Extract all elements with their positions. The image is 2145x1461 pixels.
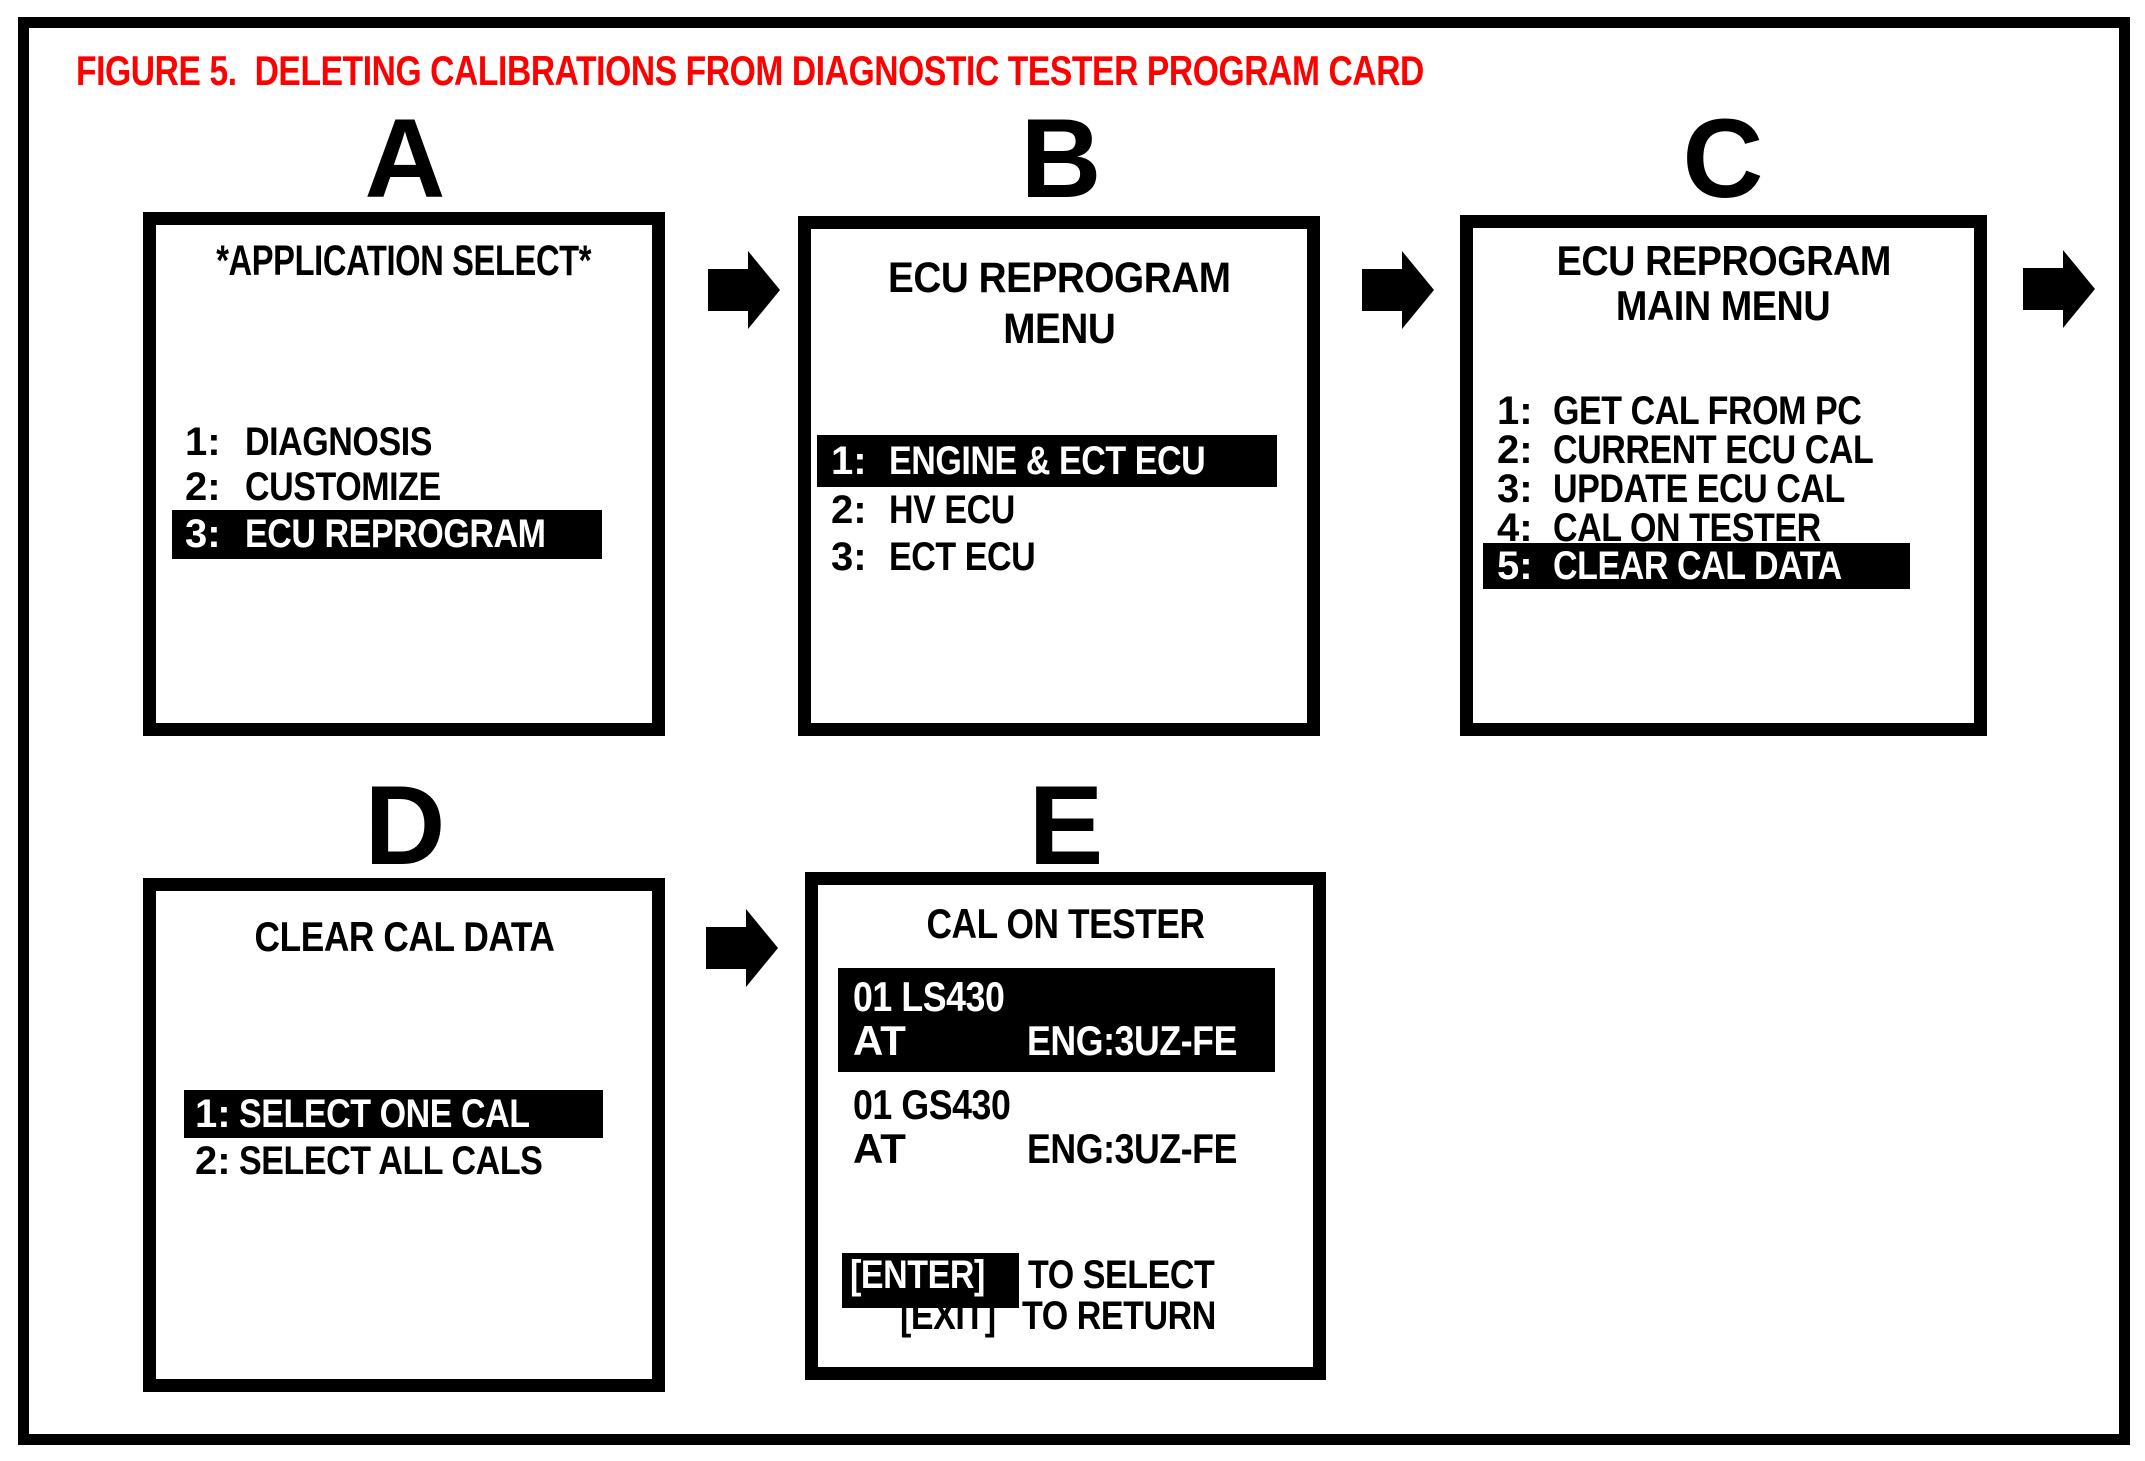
menu-item-engine-ect-ecu-selected: 1:ENGINE & ECT ECU [817, 435, 1277, 487]
step-label-b: B [1020, 96, 1102, 221]
menu-item-hv-ecu: 2:HV ECU [831, 488, 1015, 532]
step-label-c: C [1682, 96, 1764, 221]
screen-d-menu: 1:SELECT ONE CAL 2:SELECT ALL CALS [184, 1090, 654, 1184]
screen-e-footer: [ENTER] TO SELECT [EXIT] TO RETURN [842, 1253, 1251, 1337]
flow-arrow-c-continue-icon [2023, 246, 2095, 332]
screen-a-application-select: *APPLICATION SELECT* 1:DIAGNOSIS 2:CUSTO… [143, 212, 665, 736]
cal-entry-line1: 01 LS430 [853, 973, 1005, 1020]
screen-c-ecu-reprogram-main-menu: ECU REPROGRAM MAIN MENU 1:GET CAL FROM P… [1460, 215, 1987, 736]
flow-arrow-b-to-c-icon [1362, 247, 1434, 333]
screen-a-header: *APPLICATION SELECT* [216, 237, 592, 285]
screen-d-header: CLEAR CAL DATA [254, 913, 554, 960]
screen-e-header: CAL ON TESTER [926, 900, 1205, 947]
footer-enter-hint: [ENTER] TO SELECT [842, 1253, 1251, 1308]
flow-arrow-d-to-e-icon [706, 905, 778, 991]
enter-key-label: [ENTER] [842, 1253, 1019, 1308]
menu-item-update-ecu-cal: 3:UPDATE ECU CAL [1497, 467, 1845, 511]
screen-a-menu: 1:DIAGNOSIS 2:CUSTOMIZE 3:ECU REPROGRAM [172, 420, 642, 559]
figure-title-text: FIGURE 5. DELETING CALIBRATIONS FROM DIA… [76, 47, 1424, 94]
menu-item-ect-ecu: 3:ECT ECU [831, 535, 1036, 579]
screen-b-header: ECU REPROGRAM MENU [887, 254, 1231, 353]
menu-item-select-all-cals: 2:SELECT ALL CALS [195, 1138, 543, 1183]
figure-title: FIGURE 5. DELETING CALIBRATIONS FROM DIA… [76, 50, 1761, 92]
menu-item-customize: 2:CUSTOMIZE [185, 465, 441, 509]
step-label-a: A [364, 96, 446, 221]
step-label-d: D [364, 763, 446, 888]
screen-c-header: ECU REPROGRAM MAIN MENU [1556, 237, 1891, 329]
screen-b-menu: 1:ENGINE & ECT ECU 2:HV ECU 3:ECT ECU [817, 435, 1299, 581]
screen-b-ecu-reprogram-menu: ECU REPROGRAM MENU 1:ENGINE & ECT ECU 2:… [798, 216, 1320, 736]
step-label-e: E [1028, 763, 1104, 888]
screen-c-menu: 1:GET CAL FROM PC 2:CURRENT ECU CAL 3:UP… [1483, 389, 1965, 589]
screen-d-clear-cal-data: CLEAR CAL DATA 1:SELECT ONE CAL 2:SELECT… [143, 878, 665, 1392]
flow-arrow-a-to-b-icon [708, 247, 780, 333]
menu-item-current-ecu-cal: 2:CURRENT ECU CAL [1497, 428, 1874, 472]
menu-item-cal-on-tester: 4:CAL ON TESTER [1497, 506, 1821, 550]
cal-entry-line1: 01 GS430 [853, 1081, 1011, 1128]
menu-item-clear-cal-data-selected: 5:CLEAR CAL DATA [1483, 543, 1910, 589]
menu-item-ecu-reprogram-selected: 3:ECU REPROGRAM [172, 510, 602, 559]
menu-item-select-one-cal-selected: 1:SELECT ONE CAL [184, 1090, 603, 1138]
menu-item-get-cal-from-pc: 1:GET CAL FROM PC [1497, 389, 1862, 433]
menu-item-diagnosis: 1:DIAGNOSIS [185, 420, 432, 464]
